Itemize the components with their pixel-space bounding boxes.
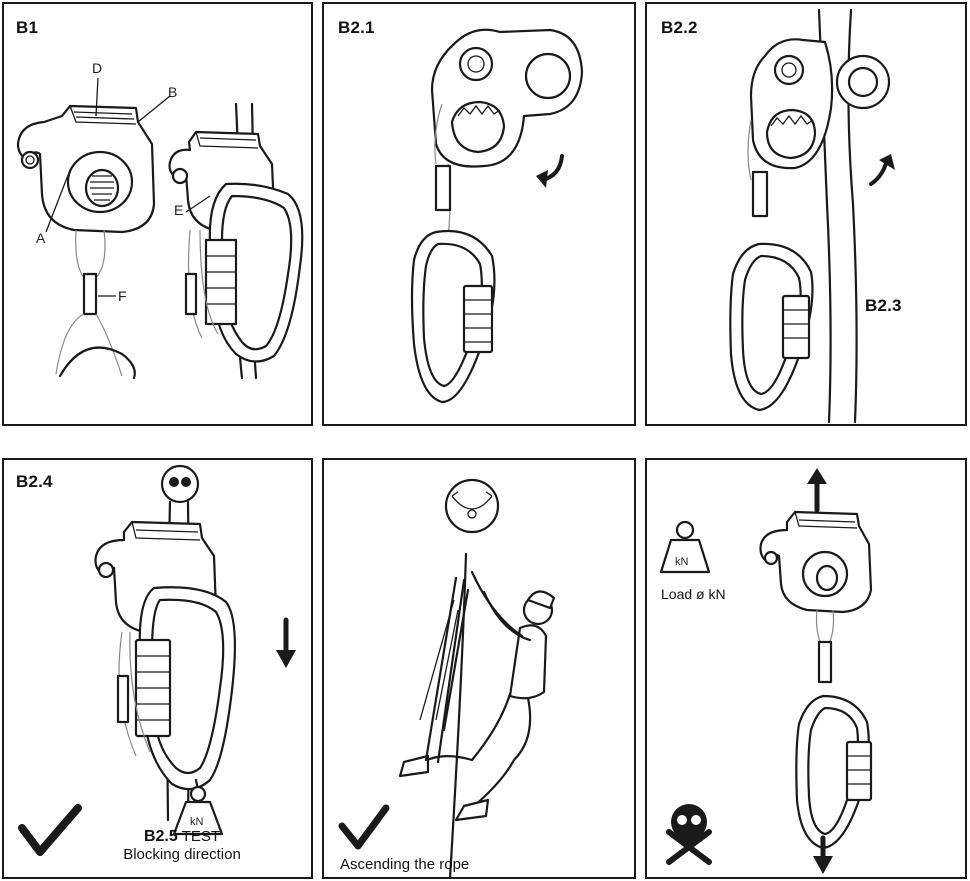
callout-a: A	[36, 230, 46, 246]
test-caption-bold: B2.5	[143, 828, 178, 845]
panel-load: kN Load ø kN	[645, 458, 967, 879]
weight-unit: kN	[675, 556, 689, 568]
panel-sublabel: B2.3	[865, 296, 902, 315]
test-caption-rest: TEST	[181, 828, 221, 845]
skull-crossbones-icon	[666, 804, 712, 865]
panel-label: B2.2	[661, 18, 698, 37]
callout-d: D	[92, 60, 103, 76]
callout-e: E	[174, 202, 184, 218]
device-illustration	[16, 102, 304, 380]
climber-illustration	[338, 478, 556, 877]
checkmark-icon	[18, 804, 82, 856]
device-rotation-illustration	[410, 28, 584, 404]
test-caption: B2.5 TEST Blocking direction	[82, 828, 282, 863]
panel-label: B1	[16, 18, 39, 37]
load-illustration	[659, 468, 873, 874]
ascend-caption: Ascending the rope	[340, 856, 470, 873]
panel-b21: B2.1	[322, 2, 636, 426]
panel-b1: B1 D B A E F	[2, 2, 313, 426]
panel-b24: B2.4 kN B2.5 TEST Blocking direction	[2, 458, 313, 879]
checkmark-icon	[338, 804, 390, 850]
panel-label: B2.1	[338, 18, 375, 37]
callout-f: F	[118, 288, 127, 304]
panel-ascending: Ascending the rope	[322, 458, 636, 879]
blocking-test-illustration	[18, 464, 296, 856]
device-rope-illustration	[729, 8, 895, 424]
callout-b: B	[168, 84, 178, 100]
weight-unit: kN	[190, 816, 204, 828]
callout-leaders	[45, 77, 211, 297]
panel-label: B2.4	[16, 472, 53, 491]
test-caption-line2: Blocking direction	[123, 846, 241, 863]
panel-b22: B2.2 B2.3	[645, 2, 967, 426]
load-caption: Load ø kN	[661, 586, 726, 602]
